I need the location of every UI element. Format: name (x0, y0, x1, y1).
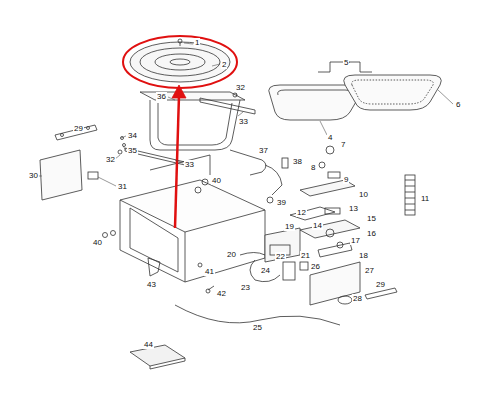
callout-number: 25 (252, 323, 263, 332)
callout-number: 22 (275, 252, 286, 261)
callout-number: 1 (194, 38, 200, 47)
callout-number: 6 (455, 100, 461, 109)
callout-number: 32 (105, 155, 116, 164)
callout-number: 14 (312, 221, 323, 230)
callout-number: 7 (340, 140, 346, 149)
callout-number: 35 (127, 146, 138, 155)
callout-number: 31 (117, 182, 128, 191)
callout-number: 9 (343, 175, 349, 184)
callout-number: 29 (375, 280, 386, 289)
callout-number: 44 (143, 340, 154, 349)
callout-number: 20 (226, 250, 237, 259)
callout-number: 27 (364, 266, 375, 275)
callout-number: 38 (292, 157, 303, 166)
callout-number: 17 (350, 236, 361, 245)
callout-number: 11 (420, 194, 430, 203)
callout-number: 40 (92, 238, 103, 247)
callout-number: 12 (296, 208, 307, 217)
callout-number: 4 (327, 133, 333, 142)
callout-number: 32 (235, 83, 246, 92)
callout-number: 43 (146, 280, 157, 289)
callout-number: 36 (156, 92, 167, 101)
callout-number: 26 (310, 262, 321, 271)
callout-number: 13 (348, 204, 359, 213)
callout-number: 15 (366, 214, 377, 223)
callout-number: 8 (310, 163, 316, 172)
callout-number: 29 (73, 124, 84, 133)
callout-number: 2 (221, 60, 227, 69)
callout-number: 23 (240, 283, 251, 292)
callout-number: 40 (211, 176, 222, 185)
callout-number: 5 (343, 58, 349, 67)
callout-number: 39 (276, 198, 287, 207)
callout-number: 28 (352, 294, 363, 303)
callout-number: 24 (260, 266, 271, 275)
callout-number: 42 (216, 289, 227, 298)
callout-number: 18 (358, 251, 369, 260)
callout-number: 16 (366, 229, 377, 238)
callout-number: 41 (204, 267, 215, 276)
callout-number: 10 (358, 190, 369, 199)
callout-number: 37 (258, 146, 269, 155)
callout-number: 30 (28, 171, 39, 180)
callout-number: 34 (127, 131, 138, 140)
callout-number: 33 (238, 117, 249, 126)
callout-number: 21 (300, 251, 311, 260)
callout-number: 33 (184, 160, 195, 169)
callout-number: 19 (284, 222, 295, 231)
